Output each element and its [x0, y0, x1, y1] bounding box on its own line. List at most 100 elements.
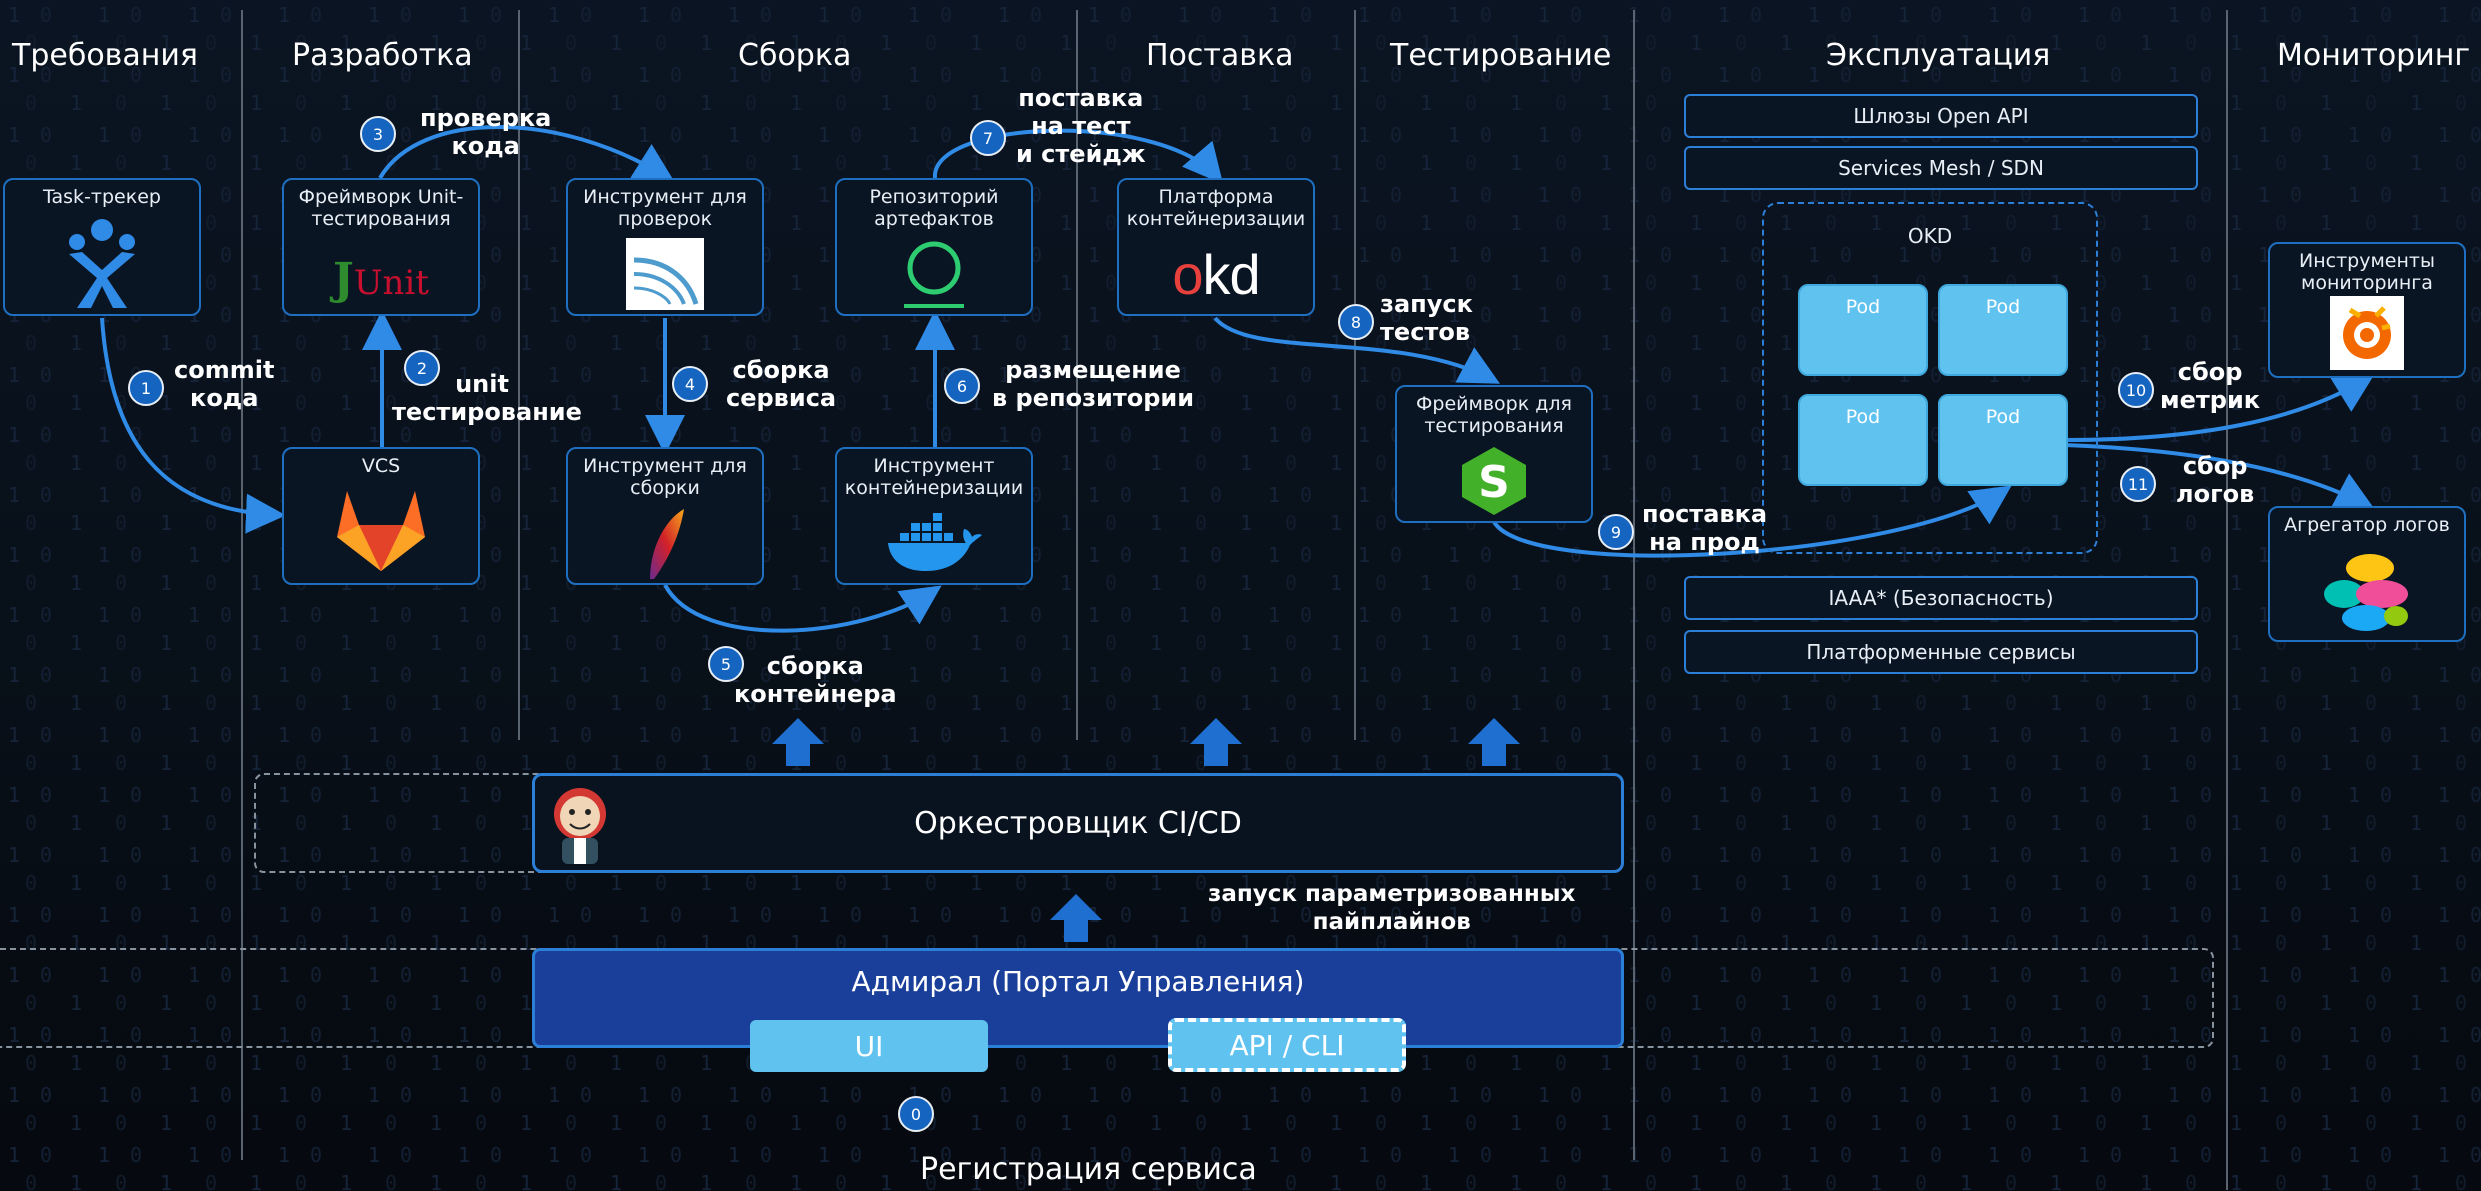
okd-o-glyph: o: [1172, 243, 1203, 306]
step-label-1: commit кода: [174, 356, 275, 412]
unit-framework-label: Фреймворк Unit- тестирования: [298, 186, 464, 230]
admiral-label: Адмирал (Портал Управления): [851, 965, 1305, 998]
orchestrator-bar[interactable]: Оркестровщик CI/CD: [532, 773, 1624, 873]
pod[interactable]: Pod: [1798, 394, 1928, 486]
gitlab-icon: [337, 491, 425, 571]
column-divider: [1633, 10, 1635, 1160]
step-badge-8: 8: [1338, 304, 1374, 340]
sonarqube-icon: [626, 238, 704, 310]
step-label-9: поставка на прод: [1642, 500, 1768, 556]
nexus-icon: [904, 241, 964, 308]
step-label-2: unit тестирование: [392, 370, 582, 426]
admiral-portal[interactable]: Адмирал (Портал Управления): [532, 948, 1624, 1048]
monitoring-tools-box[interactable]: Инструменты мониторинга: [2268, 242, 2466, 378]
build-tool-label: Инструмент для сборки: [583, 455, 747, 499]
docker-icon: [888, 513, 982, 571]
vcs-box[interactable]: VCS: [282, 447, 480, 585]
step-badge-0: 0: [898, 1096, 934, 1132]
step-badge-2: 2: [404, 350, 440, 386]
artifact-repo-label: Репозиторий артефактов: [869, 186, 999, 230]
pod[interactable]: Pod: [1938, 394, 2068, 486]
ui-button[interactable]: UI: [750, 1020, 988, 1072]
okd-cluster-label: OKD: [1907, 224, 1953, 248]
selenide-icon: S: [1462, 447, 1526, 515]
security-bar: IAAA* (Безопасность): [1684, 576, 2198, 620]
step-label-4: сборка сервиса: [726, 356, 837, 412]
check-tool-box[interactable]: Инструмент для проверок: [566, 178, 764, 316]
step-badge-5: 5: [708, 646, 744, 682]
column-divider: [2226, 10, 2228, 1190]
junit-j-glyph: J: [333, 254, 354, 305]
column-header-monitoring: Мониторинг: [2277, 38, 2471, 73]
log-aggregator-box[interactable]: Агрегатор логов: [2268, 506, 2466, 642]
unit-framework-box[interactable]: Фреймворк Unit- тестирования JUnit: [282, 178, 480, 316]
column-header-testing: Тестирование: [1390, 38, 1612, 73]
arrow-up-icon: [772, 718, 824, 744]
containerize-tool-label: Инструмент контейнеризации: [844, 455, 1024, 499]
column-divider: [1076, 10, 1078, 740]
step-badge-10: 10: [2118, 372, 2154, 408]
junit-icon: JUnit: [333, 254, 429, 305]
okd-kd-glyph: kd: [1202, 243, 1261, 306]
task-tracker-label: Task-трекер: [43, 186, 161, 208]
arrow-up-icon: [1190, 718, 1242, 744]
column-header-requirements: Требования: [12, 38, 198, 73]
arrow-up-stem: [1482, 744, 1506, 766]
arrow-up-stem: [786, 744, 810, 766]
service-registration-label: Регистрация сервиса: [920, 1152, 1257, 1187]
arrow-up-stem: [1064, 920, 1088, 942]
column-header-operations: Эксплуатация: [1826, 38, 2051, 73]
mesh-bar: Services Mesh / SDN: [1684, 146, 2198, 190]
step-label-10: сбор метрик: [2160, 358, 2261, 414]
step-label-5: сборка контейнера: [734, 652, 897, 708]
platform-services-bar: Платформенные сервисы: [1684, 630, 2198, 674]
junit-unit-glyph: Unit: [353, 263, 429, 303]
step-badge-9: 9: [1598, 514, 1634, 550]
elastic-icon: [2324, 554, 2408, 631]
step-badge-6: 6: [944, 368, 980, 404]
column-header-delivery: Поставка: [1146, 38, 1294, 73]
step-badge-11: 11: [2120, 466, 2156, 502]
step-badge-3: 3: [360, 116, 396, 152]
log-aggregator-label: Агрегатор логов: [2284, 514, 2450, 536]
step-badge-4: 4: [672, 366, 708, 402]
okd-cluster: OKD Pod Pod Pod Pod: [1762, 202, 2098, 554]
okd-icon: okd: [1172, 242, 1261, 307]
container-platform-box[interactable]: Платформа контейнеризации okd: [1117, 178, 1315, 316]
column-divider: [1354, 10, 1356, 740]
step-label-6: размещение в репозитории: [992, 356, 1195, 412]
svg-text:S: S: [1478, 457, 1510, 508]
pipelines-label: запуск параметризованных пайплайнов: [1208, 881, 1576, 935]
vcs-label: VCS: [361, 455, 401, 477]
column-divider: [518, 10, 520, 740]
step-label-7: поставка на тест и стейдж: [1016, 84, 1146, 168]
step-label-3: проверка кода: [420, 104, 552, 160]
step-label-11: сбор логов: [2176, 452, 2255, 508]
artifact-repo-box[interactable]: Репозиторий артефактов: [835, 178, 1033, 316]
column-header-build: Сборка: [738, 38, 852, 73]
test-framework-label: Фреймворк для тестирования: [1416, 393, 1572, 437]
maven-feather-icon: [650, 509, 684, 579]
gateway-bar: Шлюзы Open API: [1684, 94, 2198, 138]
grafana-icon: [2330, 296, 2404, 370]
step-badge-7: 7: [970, 120, 1006, 156]
monitoring-tools-label: Инструменты мониторинга: [2299, 250, 2435, 294]
test-framework-box[interactable]: Фреймворк для тестирования S: [1395, 385, 1593, 523]
step-badge-1: 1: [128, 370, 164, 406]
arrow-up-stem: [1204, 744, 1228, 766]
step-label-8: запуск тестов: [1380, 290, 1473, 346]
jira-icon: [69, 219, 135, 308]
pod[interactable]: Pod: [1938, 284, 2068, 376]
pod[interactable]: Pod: [1798, 284, 1928, 376]
containerize-tool-box[interactable]: Инструмент контейнеризации: [835, 447, 1033, 585]
arrow-up-icon: [1050, 894, 1102, 920]
api-cli-button[interactable]: API / CLI: [1168, 1018, 1406, 1072]
orchestrator-extension-frame: [254, 773, 544, 873]
column-header-development: Разработка: [292, 38, 473, 73]
task-tracker-box[interactable]: Task-трекер: [3, 178, 201, 316]
orchestrator-label: Оркестровщик CI/CD: [914, 805, 1242, 841]
container-platform-label: Платформа контейнеризации: [1126, 186, 1306, 230]
build-tool-box[interactable]: Инструмент для сборки: [566, 447, 764, 585]
jenkins-icon: [554, 788, 606, 864]
